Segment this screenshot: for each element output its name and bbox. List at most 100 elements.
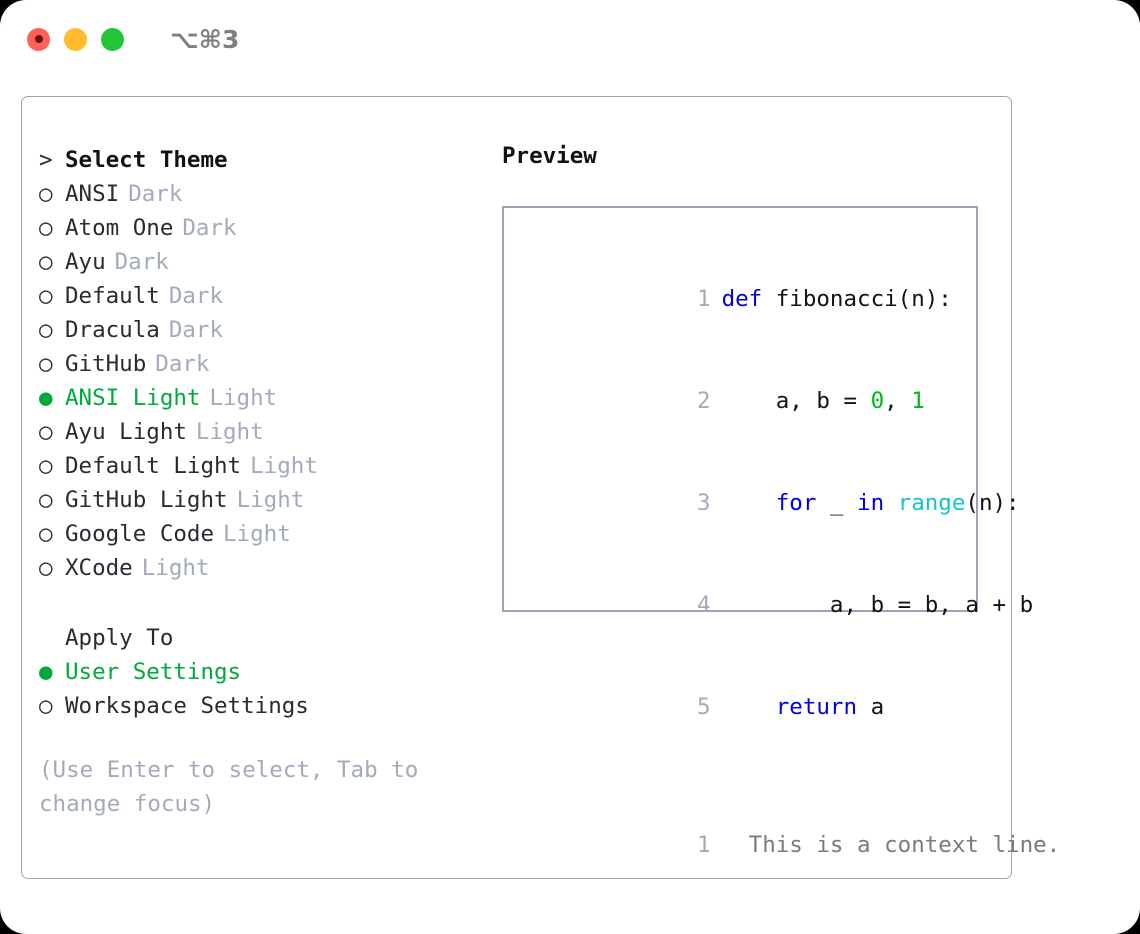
line-number: 1: [697, 286, 711, 312]
diff-text: This is a context line.: [748, 832, 1061, 858]
radio-unselected-icon[interactable]: ○: [39, 693, 53, 719]
code-token-text: ,: [884, 388, 912, 414]
theme-category: Dark: [168, 317, 224, 343]
radio-unselected-icon[interactable]: ○: [39, 419, 53, 445]
radio-unselected-icon[interactable]: ○: [39, 351, 53, 377]
code-line: 3 for _ in range(n):: [504, 452, 1020, 554]
section-divider: [39, 585, 502, 621]
cursor-icon: >: [39, 147, 53, 173]
minimize-button-icon[interactable]: [64, 27, 87, 51]
theme-name: ANSI Light: [65, 385, 201, 411]
line-number: 2: [685, 930, 711, 934]
theme-option-github-dark[interactable]: ○ GitHub Dark: [39, 347, 502, 381]
apply-to-label: Workspace Settings: [65, 693, 309, 719]
code-token-keyword: in: [857, 490, 885, 516]
keyboard-hint-text: (Use Enter to select, Tab to change focu…: [39, 757, 419, 817]
code-token-text: [884, 490, 898, 516]
code-token-keyword: return: [775, 694, 858, 720]
theme-option-ayu-dark[interactable]: ○ Ayu Dark: [39, 245, 502, 279]
radio-unselected-icon[interactable]: ○: [39, 555, 53, 581]
code-token-text: [762, 286, 776, 312]
theme-category: Light: [195, 419, 264, 445]
theme-name: Google Code: [65, 521, 215, 547]
theme-name: GitHub Light: [65, 487, 228, 513]
code-line: 2 a, b = 0, 1: [504, 350, 976, 452]
code-token-number: 0: [870, 388, 885, 414]
code-line: 1 def fibonacci(n):: [504, 248, 976, 350]
theme-name: GitHub: [65, 351, 147, 377]
theme-option-google-code-light[interactable]: ○ Google Code Light: [39, 517, 502, 551]
theme-name: Ayu Light: [65, 419, 187, 445]
theme-name: XCode: [65, 555, 133, 581]
radio-unselected-icon[interactable]: ○: [39, 283, 53, 309]
close-button-icon[interactable]: [27, 27, 50, 51]
line-number: 4: [697, 592, 711, 618]
theme-option-dracula-dark[interactable]: ○ Dracula Dark: [39, 313, 502, 347]
diff-line-context: 1 This is a context line.: [504, 794, 1060, 896]
code-token-keyword: def: [721, 286, 763, 312]
theme-category: Light: [141, 555, 210, 581]
apply-to-option-user-settings[interactable]: ● User Settings: [39, 655, 502, 689]
traffic-light-controls: [27, 27, 124, 51]
code-token-text: _: [816, 490, 858, 516]
theme-category: Light: [236, 487, 305, 513]
radio-unselected-icon[interactable]: ○: [39, 487, 53, 513]
radio-unselected-icon[interactable]: ○: [39, 215, 53, 241]
theme-category: Dark: [182, 215, 237, 241]
theme-option-github-light[interactable]: ○ GitHub Light Light: [39, 483, 502, 517]
theme-name: Dracula: [65, 317, 160, 343]
radio-unselected-icon[interactable]: ○: [39, 181, 53, 207]
line-number: 1: [697, 832, 711, 858]
main-panel: > Select Theme ○ ANSI Dark ○ Atom One Da…: [21, 96, 1060, 879]
theme-option-default-light[interactable]: ○ Default Light Light: [39, 449, 502, 483]
theme-name: ANSI: [65, 181, 120, 207]
theme-name: Default: [65, 283, 160, 309]
code-token-funcname: fibonacci: [775, 286, 898, 312]
code-token-keyword: for: [775, 490, 817, 516]
radio-unselected-icon[interactable]: ○: [39, 453, 53, 479]
radio-selected-icon[interactable]: ●: [39, 385, 53, 411]
diff-line-deleted: 2- This line was deleted.: [504, 896, 976, 934]
theme-category: Light: [223, 521, 291, 547]
preview-box: 1 def fibonacci(n): 2 a, b = 0, 1 3 for _…: [502, 206, 1060, 858]
maximize-button-icon[interactable]: [101, 27, 124, 51]
code-line: 5 return a: [504, 656, 976, 758]
theme-category: Dark: [155, 351, 210, 377]
select-theme-title: Select Theme: [65, 147, 228, 173]
apply-to-option-workspace-settings[interactable]: ○ Workspace Settings: [39, 689, 502, 723]
theme-option-ayu-light[interactable]: ○ Ayu Light Light: [39, 415, 502, 449]
theme-option-default-dark[interactable]: ○ Default Dark: [39, 279, 502, 313]
preview-column: Preview 1 def fibonacci(n): 2 a, b = 0, 1…: [502, 97, 1060, 878]
theme-category: Dark: [128, 181, 183, 207]
radio-unselected-icon[interactable]: ○: [39, 249, 53, 275]
diff-sign: [722, 832, 749, 858]
apply-to-title: Apply To: [65, 625, 174, 651]
apply-to-header: Apply To: [39, 621, 502, 655]
theme-name: Default Light: [65, 453, 242, 479]
theme-category: Dark: [114, 249, 169, 275]
theme-category: Light: [209, 385, 278, 411]
code-token-text: (n):: [897, 286, 952, 312]
radio-selected-icon[interactable]: ●: [39, 659, 53, 685]
select-theme-header: > Select Theme: [39, 143, 502, 177]
preview-title: Preview: [502, 143, 597, 169]
theme-name: Ayu: [65, 249, 106, 275]
theme-option-ansi-dark[interactable]: ○ ANSI Dark: [39, 177, 502, 211]
theme-option-ansi-light[interactable]: ● ANSI Light Light: [39, 381, 502, 415]
code-token-text: a, b =: [721, 388, 871, 414]
radio-unselected-icon[interactable]: ○: [39, 521, 53, 547]
radio-unselected-icon[interactable]: ○: [39, 317, 53, 343]
theme-category: Dark: [168, 283, 224, 309]
code-token-text: a, b = b, a + b: [721, 592, 1034, 618]
code-line: 4 a, b = b, a + b: [504, 554, 1033, 656]
theme-option-xcode-light[interactable]: ○ XCode Light: [39, 551, 502, 585]
theme-category: Light: [250, 453, 318, 479]
theme-option-atom-one-dark[interactable]: ○ Atom One Dark: [39, 211, 502, 245]
code-token-function: range: [897, 490, 966, 516]
line-number: 5: [697, 694, 711, 720]
code-token-text: a: [857, 694, 885, 720]
preview-divider: [504, 758, 976, 794]
theme-selector-column: > Select Theme ○ ANSI Dark ○ Atom One Da…: [22, 97, 502, 878]
title-bar: ⌥⌘3: [0, 0, 1140, 78]
